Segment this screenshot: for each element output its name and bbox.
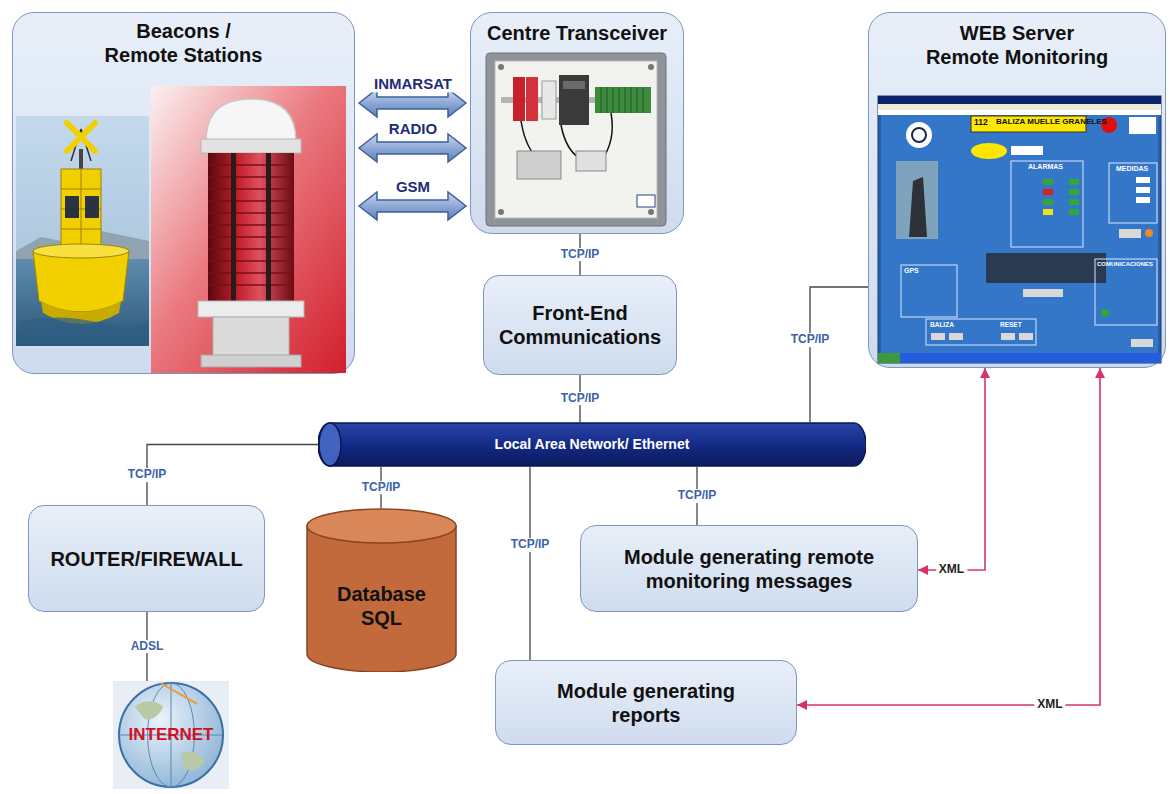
component-box: Centre Transceiver bbox=[470, 12, 684, 234]
link-label: TCP/IP bbox=[675, 489, 720, 503]
screen-label: MEDIDAS bbox=[1116, 165, 1148, 173]
buoy-photo bbox=[16, 116, 149, 346]
node-label: WEB Server Remote Monitoring bbox=[922, 21, 1112, 69]
link-label: TCP/IP bbox=[788, 333, 833, 347]
link-label: TCP/IP bbox=[359, 481, 404, 495]
transceiver-photo bbox=[471, 13, 681, 235]
screen-label: BALIZA MUELLE GRANELES bbox=[996, 118, 1107, 127]
node-label: Database SQL bbox=[326, 582, 438, 630]
network-link bbox=[810, 287, 868, 422]
screen-label: COMUNICACIONES bbox=[1097, 261, 1153, 268]
node-label: Module generating remote monitoring mess… bbox=[588, 545, 910, 593]
screen-label: GPS bbox=[904, 267, 919, 275]
xml-link bbox=[918, 368, 985, 570]
internet-globe: INTERNET bbox=[113, 681, 229, 789]
link-label: TCP/IP bbox=[558, 392, 603, 406]
node-label: ROUTER/FIREWALL bbox=[34, 547, 259, 571]
screen-label: BALIZA bbox=[930, 321, 954, 328]
component-box: ROUTER/FIREWALL bbox=[28, 505, 265, 612]
node-label: INTERNET bbox=[118, 725, 224, 745]
link-label: TCP/IP bbox=[508, 538, 553, 552]
screen-label: RESET bbox=[1000, 321, 1022, 328]
screen-label: 112 bbox=[974, 118, 988, 127]
link-label: XML bbox=[936, 563, 967, 577]
network-link bbox=[147, 445, 318, 506]
link-label: RADIO bbox=[386, 120, 440, 137]
link-label: XML bbox=[1034, 698, 1065, 712]
node-label: Centre Transceiver bbox=[475, 21, 679, 45]
node-label: Front-End Communications bbox=[494, 301, 666, 349]
lantern-photo bbox=[151, 86, 346, 373]
screen-label: ALARMAS bbox=[1028, 163, 1063, 171]
node-label: Beacons / Remote Stations bbox=[98, 19, 270, 67]
link-arrow bbox=[359, 89, 466, 117]
link-label: INMARSAT bbox=[371, 75, 455, 92]
component-box: Beacons / Remote Stations bbox=[12, 12, 355, 374]
component-box: Module generating reports bbox=[495, 660, 797, 745]
network-link bbox=[529, 467, 530, 660]
component-box: Module generating remote monitoring mess… bbox=[580, 525, 918, 612]
link-arrow bbox=[359, 192, 466, 220]
link-label: TCP/IP bbox=[125, 468, 170, 482]
link-label: ADSL bbox=[128, 640, 167, 654]
component-box: WEB Server Remote Monitoring bbox=[868, 12, 1166, 368]
link-arrow bbox=[359, 134, 466, 162]
node-label: Local Area Network/ Ethernet bbox=[382, 436, 802, 453]
node-label: Module generating reports bbox=[544, 679, 749, 727]
database-cylinder: Database SQL bbox=[306, 508, 457, 672]
component-box: Front-End Communications bbox=[483, 275, 677, 375]
beacon-photos bbox=[13, 13, 356, 375]
link-label: TCP/IP bbox=[558, 248, 603, 262]
network-bus: Local Area Network/ Ethernet bbox=[318, 422, 866, 467]
link-label: GSM bbox=[393, 178, 433, 195]
